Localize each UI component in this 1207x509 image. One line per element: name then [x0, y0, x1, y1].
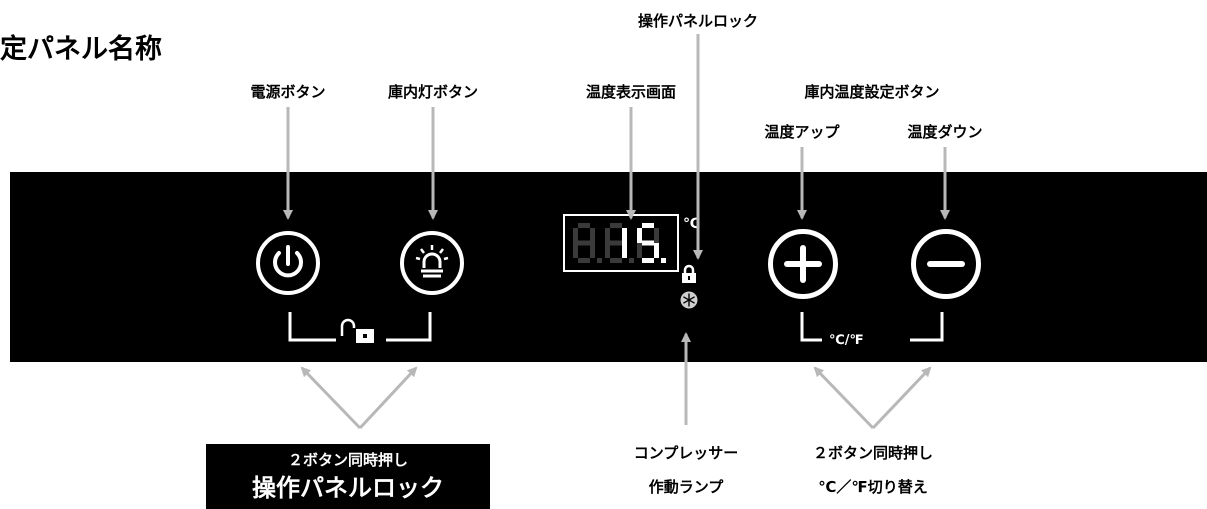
segment-a	[610, 223, 622, 228]
segment-g	[610, 240, 622, 246]
decimal-point	[597, 258, 602, 263]
temp-display-label: 温度表示画面	[585, 83, 677, 101]
segment-d	[578, 258, 590, 263]
power-button[interactable]	[256, 231, 320, 295]
cf-toggle-note-line2: ℃／℉切り替え	[818, 478, 928, 496]
light-button-label: 庫内灯ボタン	[387, 83, 479, 101]
panel-lock-label: 操作パネルロック	[637, 12, 759, 30]
temp-setting-buttons-label: 庫内温度設定ボタン	[804, 83, 940, 101]
light-button[interactable]	[400, 231, 464, 295]
segment-e	[573, 243, 578, 258]
temp-display	[563, 214, 679, 272]
segment-g	[642, 240, 654, 246]
compressor-label-line1: コンプレッサー	[633, 444, 739, 462]
snowflake-icon	[680, 291, 698, 309]
cf-toggle-label: ℃/℉	[829, 333, 864, 348]
left-combo-arrow-2	[358, 366, 418, 430]
segment-c	[590, 243, 595, 258]
compressor-label-line2: 作動ランプ	[648, 478, 724, 496]
segment-b	[590, 228, 595, 243]
left-combo-arrow-1	[300, 366, 362, 430]
minus-icon	[927, 261, 965, 267]
lock-icon	[682, 264, 696, 283]
segment-b	[654, 228, 659, 243]
segment-c	[654, 243, 659, 258]
panel-lock-note-line2: 操作パネルロック	[252, 474, 444, 502]
light-icon	[415, 245, 449, 278]
left-bracket	[288, 312, 432, 343]
segment-c	[622, 243, 627, 258]
panel-lock-note-line1: ２ボタン同時押し	[287, 451, 408, 469]
right-combo-arrow-2	[871, 366, 932, 430]
right-bracket	[800, 312, 944, 342]
temp-down-label: 温度ダウン	[907, 123, 983, 141]
panel-lock-note: ２ボタン同時押し 操作パネルロック	[206, 444, 490, 509]
control-panel: ℃ ℃/℉	[10, 172, 1207, 362]
decimal-point	[629, 258, 634, 263]
cf-toggle-note-line1: ２ボタン同時押し	[812, 444, 934, 462]
segment-f	[637, 228, 642, 243]
segment-e	[637, 243, 642, 258]
temp-up-button[interactable]	[768, 229, 838, 299]
seven-seg-display	[573, 223, 666, 263]
segment-b	[622, 228, 627, 243]
segment-f	[605, 228, 610, 243]
panel-names-title: 定パネル名称	[0, 34, 162, 65]
celsius-indicator: ℃	[683, 216, 700, 232]
segment-a	[578, 223, 590, 228]
segment-f	[573, 228, 578, 243]
power-icon	[273, 245, 303, 278]
segment-e	[605, 243, 610, 258]
temp-up-label: 温度アップ	[764, 123, 840, 141]
decimal-point	[661, 258, 666, 263]
segment-d	[642, 258, 654, 263]
unlock-icon	[340, 318, 374, 343]
segment-g	[578, 240, 590, 246]
plus-icon	[784, 245, 822, 283]
right-combo-arrow-1	[813, 366, 875, 430]
power-button-label: 電源ボタン	[250, 83, 326, 101]
segment-d	[610, 258, 622, 263]
temp-down-button[interactable]	[911, 229, 981, 299]
segment-a	[642, 223, 654, 228]
